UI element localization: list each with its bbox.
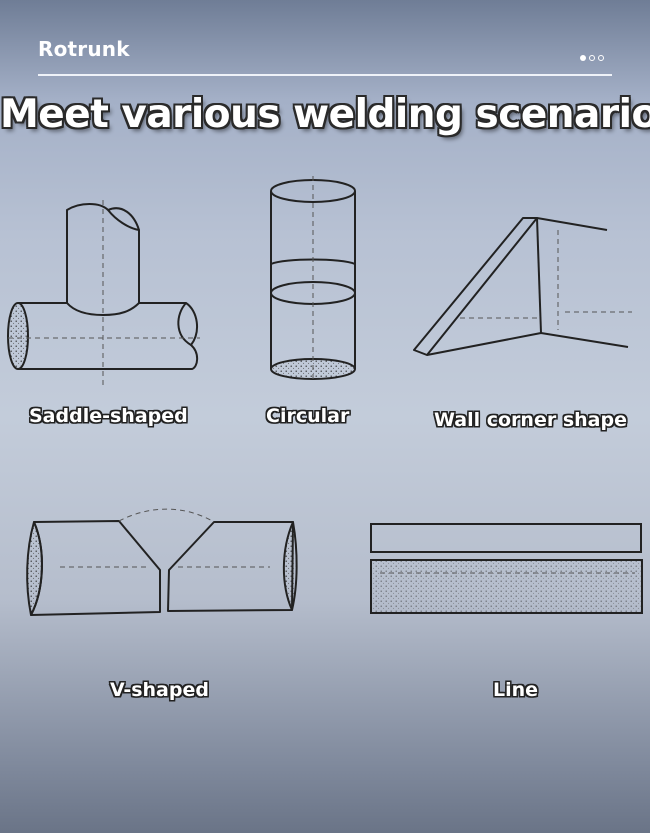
saddle-weld-icon (7, 200, 200, 388)
label-line: Line (493, 679, 539, 701)
page-dot-1[interactable] (580, 55, 586, 61)
brand-logo: Rotrunk (38, 37, 130, 61)
label-circular: Circular (266, 405, 350, 427)
label-wall-corner-shape: Wall corner shape (434, 409, 627, 431)
header-divider (38, 74, 612, 76)
label-v-shaped: V-shaped (110, 679, 209, 701)
v-groove-weld-icon (26, 508, 298, 616)
page-dot-2[interactable] (589, 55, 595, 61)
circular-weld-icon (270, 176, 356, 380)
page-title: Meet various welding scenarios (0, 92, 650, 137)
label-saddle-shaped: Saddle-shaped (29, 405, 188, 427)
line-weld-icon (370, 523, 643, 614)
page-indicator[interactable] (580, 55, 604, 61)
page-dot-3[interactable] (598, 55, 604, 61)
wall-corner-weld-icon (413, 217, 632, 356)
